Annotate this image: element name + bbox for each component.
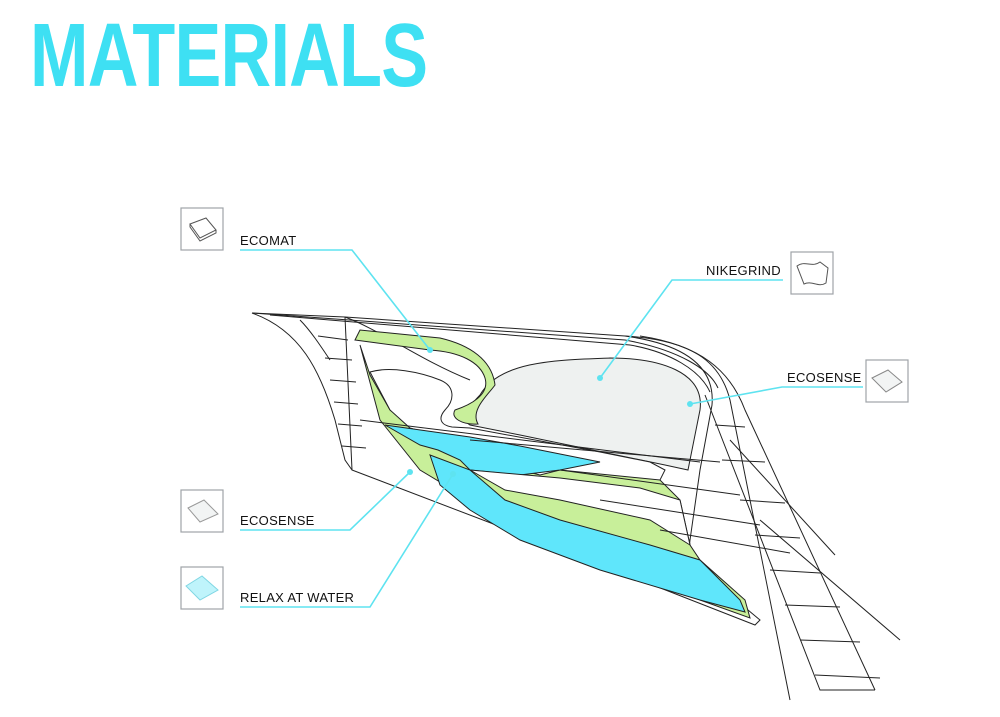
leader-relax-water	[240, 473, 454, 608]
nikegrind-tile-icon	[790, 251, 834, 295]
leader-relax-water-dot	[450, 471, 456, 477]
turf-area	[354, 329, 496, 425]
ecosense-tile-icon	[865, 359, 909, 403]
water-tile-icon	[180, 566, 224, 610]
ramp-step	[739, 499, 786, 504]
leader-nikegrind	[599, 279, 783, 379]
material-labels: ECOMAT NIKEGRIND ECOSENSE ECOSENSE RELAX…	[240, 233, 862, 605]
ramp-step	[754, 534, 801, 539]
label-nikegrind: NIKEGRIND	[706, 263, 781, 278]
slab-outline	[344, 316, 761, 626]
leader-nikegrind-dot	[597, 375, 603, 381]
water-area	[469, 469, 691, 547]
leader-ecosense-left-dot	[407, 469, 413, 475]
ramp-step	[784, 604, 841, 608]
terrace-line	[599, 499, 761, 526]
wall-layer	[269, 314, 711, 393]
ramp-step	[799, 639, 861, 643]
terrace-line	[469, 439, 721, 463]
ramp-step	[729, 439, 836, 556]
ramp-edge	[704, 394, 875, 691]
label-ecomat: ECOMAT	[240, 233, 296, 248]
ecomat-tile-icon	[180, 207, 224, 251]
terrace-line	[659, 529, 791, 554]
label-ecosense-right: ECOSENSE	[787, 370, 862, 385]
ramp-step	[721, 459, 766, 463]
ecosense-tile-icon	[180, 489, 224, 533]
label-relax-water: RELAX AT WATER	[240, 590, 354, 605]
ramp-step	[814, 674, 881, 679]
leader-ecosense-left	[240, 471, 411, 531]
platform-drawing	[251, 312, 901, 701]
inner-area	[369, 369, 666, 481]
ramp-edge	[639, 335, 876, 691]
ramp-step	[714, 424, 746, 428]
wall-layer	[251, 312, 353, 471]
wall-layer	[324, 357, 353, 361]
wall-layer	[329, 379, 357, 383]
wall-layer	[251, 312, 719, 389]
ramp-step	[759, 519, 901, 641]
water-area	[429, 454, 746, 613]
ramp-step	[769, 569, 821, 574]
leader-ecosense-right-dot	[687, 401, 693, 407]
wall-layer	[333, 401, 359, 405]
ramp-edge	[624, 335, 791, 701]
leader-lines	[240, 249, 863, 608]
label-ecosense-left: ECOSENSE	[240, 513, 315, 528]
terrace-line	[559, 469, 741, 496]
leader-ecomat	[240, 249, 431, 351]
wall-layer	[341, 445, 367, 449]
leader-ecomat-dot	[427, 347, 433, 353]
wall-layer	[299, 319, 331, 361]
wall-layer	[317, 335, 349, 341]
page-title: MATERIALS	[30, 6, 428, 106]
leader-ecosense-right	[689, 386, 863, 405]
